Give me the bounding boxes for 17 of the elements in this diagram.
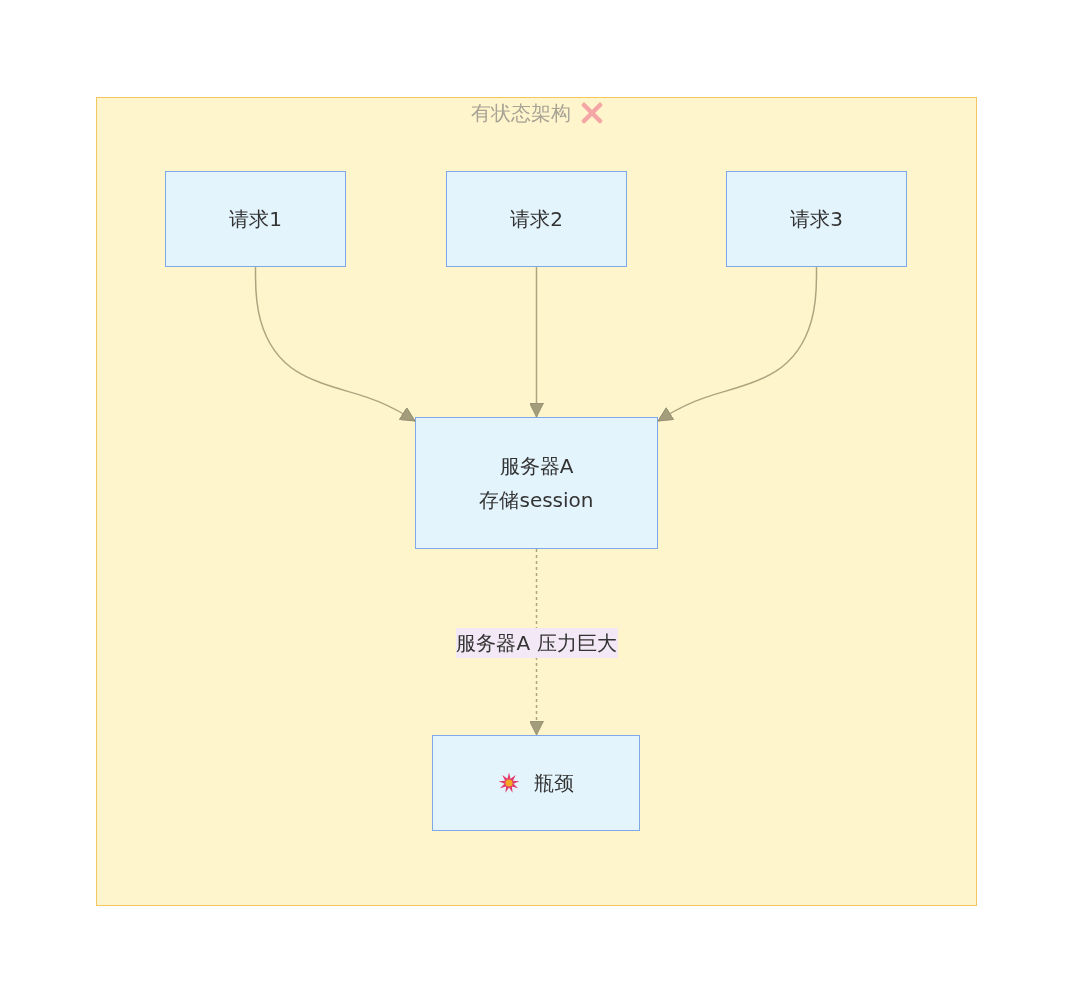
process-box: [432, 735, 640, 831]
process-box: [446, 171, 627, 267]
group-title: 有状态架构: [470, 101, 571, 125]
process-box: [165, 171, 346, 267]
node-text: 请求1: [229, 206, 282, 233]
group-box: [96, 97, 977, 906]
process-box: [726, 171, 907, 267]
node-text: 请求2: [510, 206, 563, 233]
edge-label: 服务器A 压力巨大: [455, 628, 618, 658]
node-text: 服务器A 存储session: [478, 453, 595, 514]
arrow: [529, 266, 544, 418]
arrow: [529, 548, 544, 736]
arrow: [254, 266, 416, 422]
arrow: [657, 266, 818, 422]
process-box: [415, 417, 658, 549]
node-text: 请求3: [790, 206, 843, 233]
node-text: 瓶颈: [534, 770, 574, 797]
